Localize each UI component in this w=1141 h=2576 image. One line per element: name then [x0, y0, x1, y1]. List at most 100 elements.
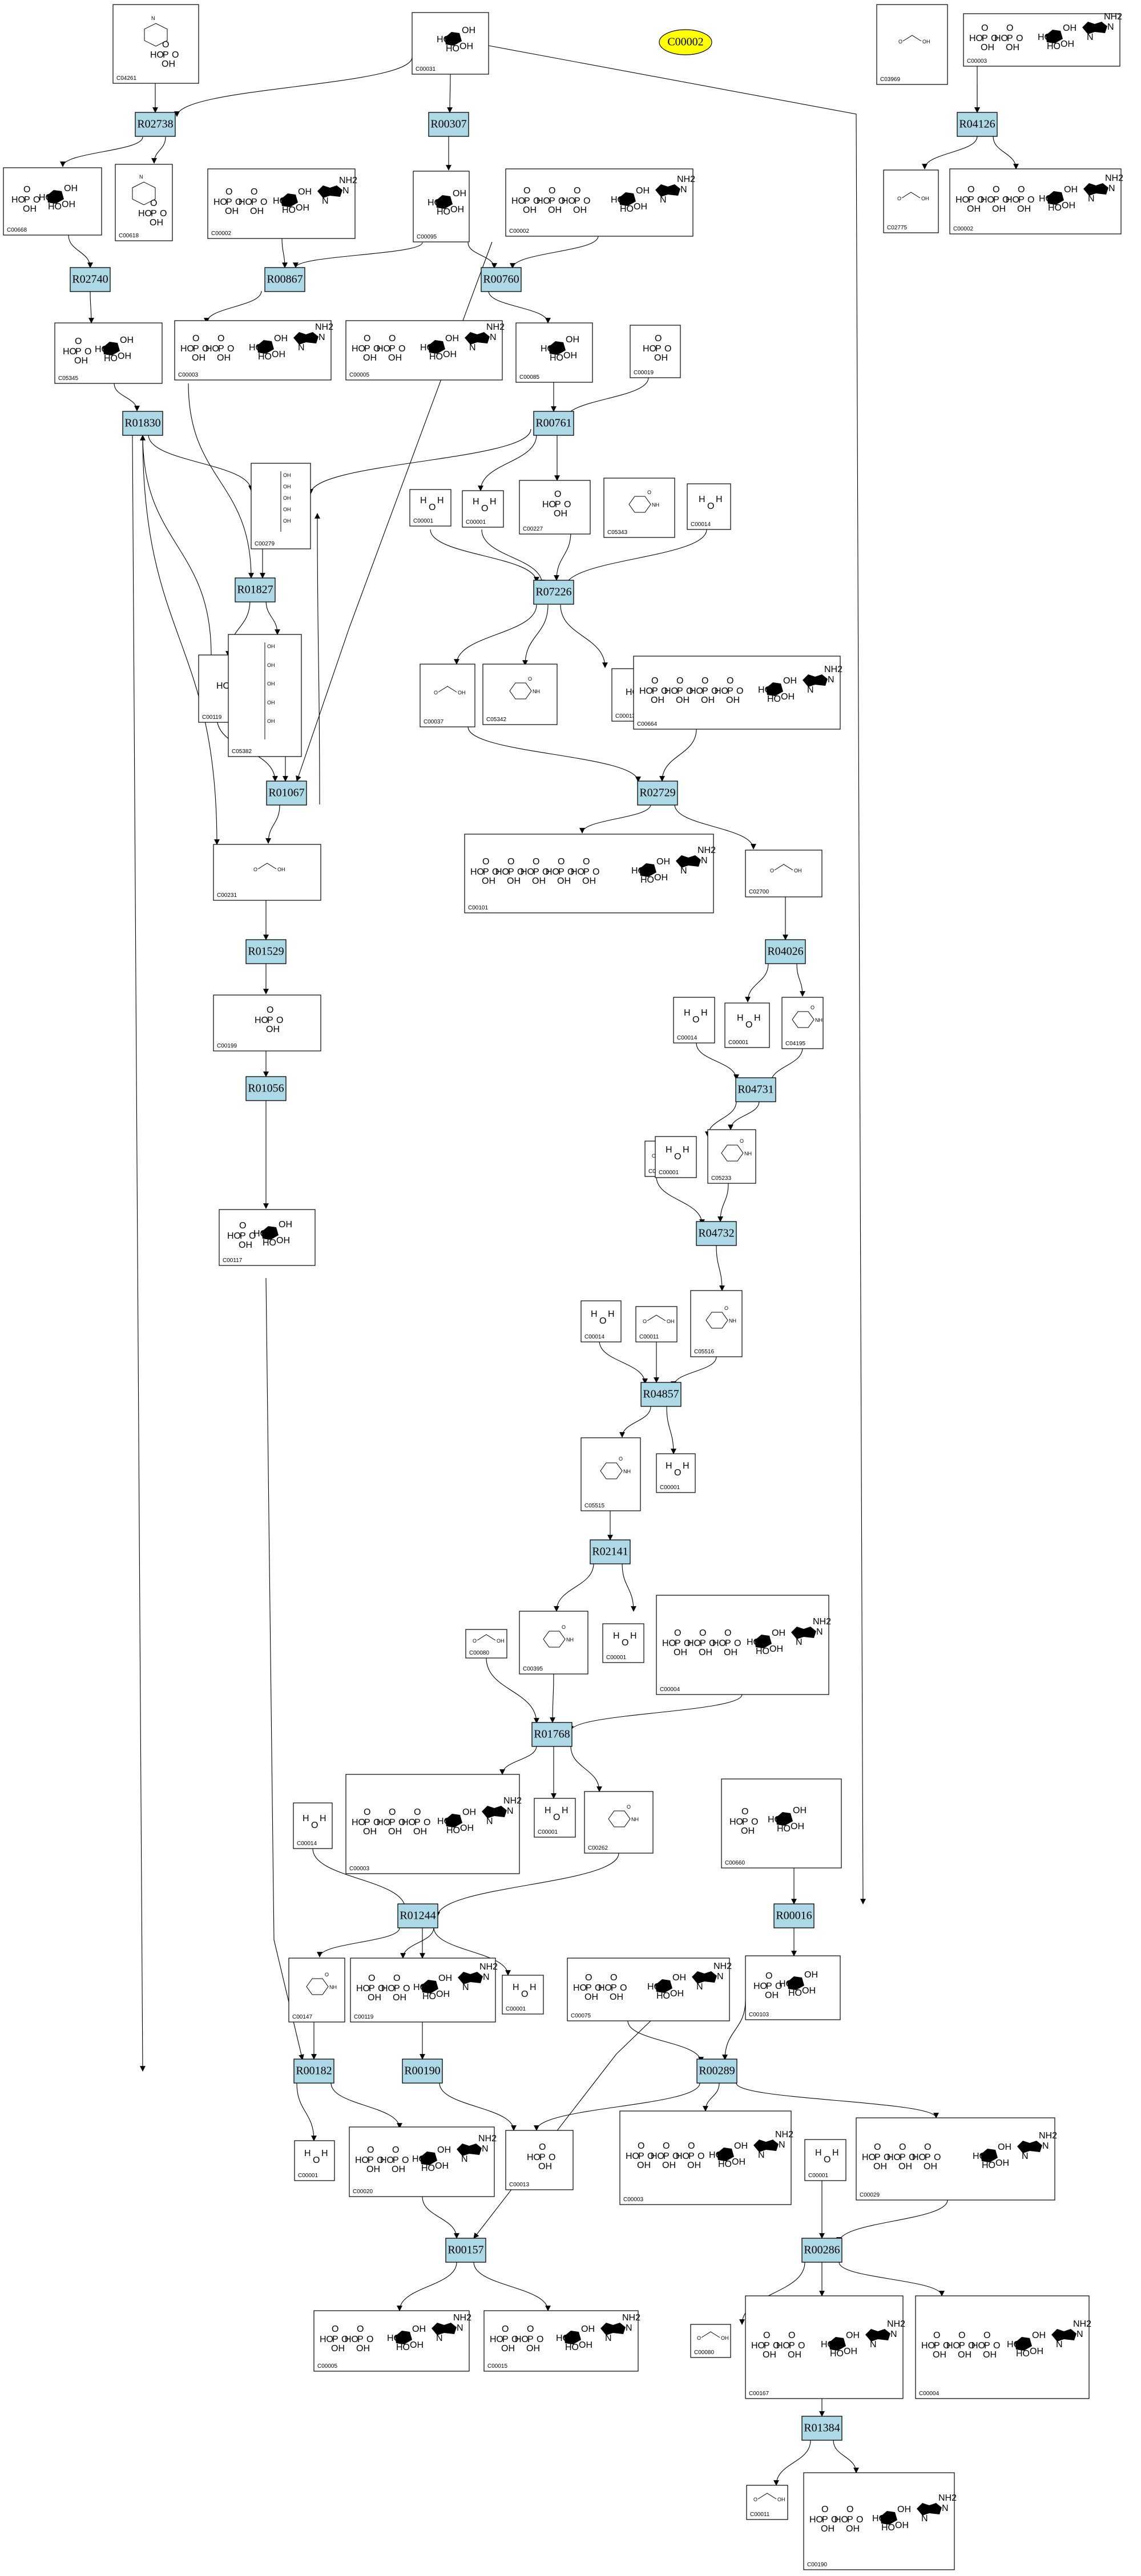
reaction-node[interactable]: R00307: [428, 112, 469, 137]
compound-node[interactable]: C00020: [349, 2126, 497, 2197]
compound-node[interactable]: C00003: [619, 2110, 794, 2205]
reaction-node[interactable]: R00157: [445, 2238, 486, 2263]
reaction-node[interactable]: R00286: [801, 2238, 842, 2263]
reaction-node[interactable]: R01529: [245, 939, 287, 964]
compound-node[interactable]: C00101: [464, 834, 716, 913]
compound-node[interactable]: C00001: [656, 1453, 696, 1493]
compound-node[interactable]: C00001: [502, 1975, 544, 2015]
compound-node[interactable]: C00002: [505, 168, 696, 237]
compound-node[interactable]: C00014: [687, 483, 731, 530]
compound-node[interactable]: C00003: [345, 1774, 522, 1874]
reaction-node[interactable]: R02738: [135, 112, 176, 137]
reaction-node[interactable]: R04732: [696, 1221, 737, 1246]
compound-node[interactable]: C00167: [745, 2295, 906, 2399]
reaction-node[interactable]: R02740: [70, 267, 111, 292]
reaction-node[interactable]: R00016: [773, 1903, 815, 1928]
reaction-node[interactable]: R01830: [122, 411, 163, 436]
compound-node[interactable]: C00001: [724, 1002, 770, 1048]
reaction-node[interactable]: R04857: [640, 1382, 682, 1407]
reaction-node[interactable]: R00760: [481, 267, 522, 292]
compound-node[interactable]: C00029: [856, 2117, 1058, 2201]
reaction-node[interactable]: R00182: [293, 2059, 334, 2084]
compound-node[interactable]: C00660: [721, 1778, 842, 1869]
reaction-node[interactable]: R04126: [957, 112, 998, 137]
compound-node[interactable]: C00015: [483, 2310, 641, 2372]
compound-node[interactable]: C00001: [462, 490, 504, 528]
compound-node[interactable]: C00003: [963, 12, 1123, 67]
reaction-node[interactable]: R07226: [533, 580, 574, 605]
reaction-node[interactable]: R01056: [245, 1076, 287, 1101]
reaction-node[interactable]: R01067: [266, 781, 307, 806]
compound-node[interactable]: C00004: [656, 1595, 832, 1695]
reaction-node[interactable]: R00867: [264, 267, 305, 292]
reaction-node[interactable]: R01768: [531, 1722, 572, 1747]
compound-node[interactable]: C00001: [602, 1623, 644, 1663]
pathway-edge: [400, 1927, 434, 1959]
compound-id-label: C00002: [509, 228, 529, 234]
compound-node[interactable]: C00019: [630, 325, 681, 378]
compound-node[interactable]: C00103: [745, 1955, 841, 2020]
reaction-node[interactable]: R00289: [696, 2059, 737, 2084]
compound-id-label: C00080: [469, 1650, 489, 1656]
highlight-compound-node[interactable]: C00002: [659, 29, 712, 55]
reaction-node[interactable]: R00761: [533, 411, 574, 436]
reaction-node[interactable]: R02729: [637, 781, 678, 806]
compound-node[interactable]: C00119: [350, 1958, 498, 2023]
compound-node[interactable]: C00001: [534, 1798, 576, 1838]
compound-node[interactable]: C00005: [345, 320, 505, 381]
compound-node[interactable]: C00075: [567, 1958, 732, 2021]
compound-node[interactable]: C00001: [409, 489, 451, 527]
compound-node[interactable]: C00014: [580, 1300, 622, 1342]
reaction-node[interactable]: R01384: [801, 2416, 842, 2441]
compound-node[interactable]: C00001: [294, 2140, 335, 2181]
compound-node[interactable]: C00002: [207, 168, 358, 239]
compound-node[interactable]: C00003: [174, 320, 334, 381]
compound-node[interactable]: C00190: [803, 2472, 957, 2570]
compound-node[interactable]: C00199: [213, 994, 321, 1052]
compound-node[interactable]: C00004: [915, 2295, 1092, 2399]
reaction-node[interactable]: R01827: [235, 577, 276, 602]
reaction-node[interactable]: R04026: [765, 939, 806, 964]
reaction-node[interactable]: R04731: [735, 1077, 776, 1102]
compound-node[interactable]: C00001: [655, 1136, 697, 1178]
compound-node[interactable]: C00227: [519, 480, 591, 535]
compound-node[interactable]: C00117: [219, 1209, 316, 1266]
compound-node[interactable]: C00014: [673, 997, 715, 1044]
compound-node[interactable]: C00085: [515, 322, 593, 383]
compound-node[interactable]: C00005: [313, 2310, 472, 2372]
compound-node[interactable]: C00001: [804, 2139, 846, 2181]
compound-node[interactable]: C00095: [413, 171, 470, 242]
compound-node[interactable]: C00014: [293, 1802, 333, 1849]
compound-node[interactable]: C00002: [949, 168, 1124, 234]
compound-node[interactable]: C00031: [412, 12, 489, 75]
reaction-node[interactable]: R00190: [402, 2059, 443, 2084]
compound-node[interactable]: C00013: [505, 2130, 574, 2190]
reaction-node[interactable]: R01244: [397, 1903, 438, 1928]
compound-node[interactable]: C00664: [633, 656, 843, 730]
compound-node[interactable]: C05345: [54, 322, 163, 384]
reaction-node[interactable]: R02141: [590, 1539, 631, 1564]
compound-node[interactable]: C00668: [3, 167, 102, 236]
